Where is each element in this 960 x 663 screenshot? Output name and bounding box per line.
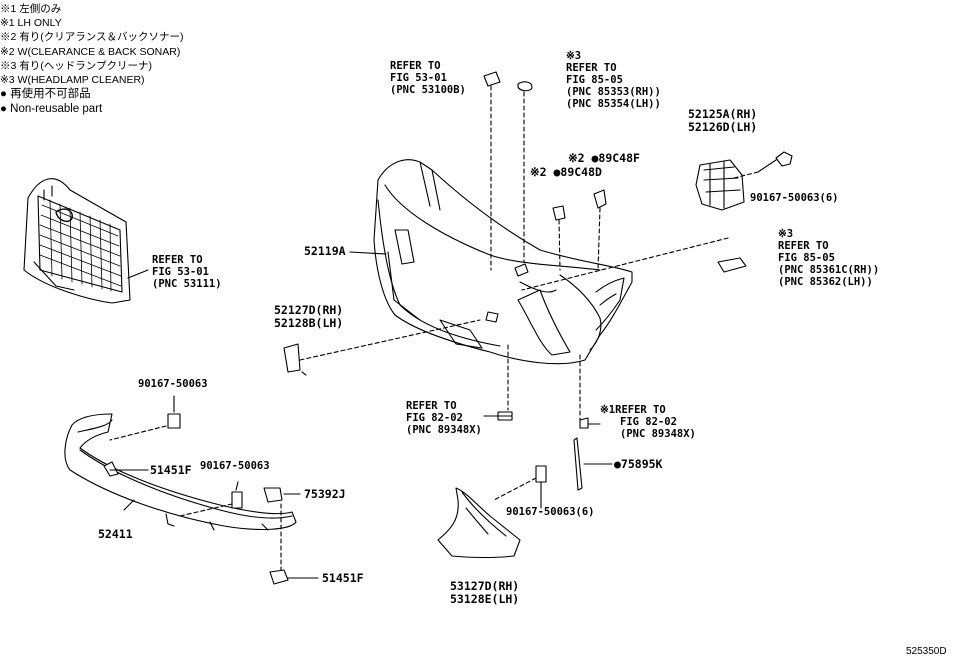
bolt-icon — [167, 413, 547, 509]
part-90167-50063-mid: 90167-50063 — [200, 460, 270, 472]
part-52119a: 52119A — [304, 244, 346, 258]
part-52125a: 52125A(RH) 52126D(LH) — [688, 108, 757, 134]
legend-notes: ※1 左側のみ ※1 LH ONLY ※2 有り(クリアランス＆バックソナー) … — [0, 2, 184, 117]
part-53127d: 53127D(RH) 53128E(LH) — [450, 580, 519, 606]
part-52411: 52411 — [98, 527, 133, 541]
part-75392j: 75392J — [304, 487, 346, 501]
callout-line: FIG 53-01 — [152, 266, 209, 278]
callout-line: FIG 82-02 — [620, 416, 677, 428]
callout-line: FIG 53-01 — [390, 72, 447, 84]
towhook-cover-icon — [283, 343, 307, 376]
part-89c48f: ※2 ●89C48F — [568, 151, 640, 165]
diagram-code: 525350D — [906, 646, 947, 657]
part-90167-50063-left: 90167-50063 — [138, 378, 208, 390]
callout-line: (PNC 85353(RH)) — [566, 86, 661, 98]
part-51451f-lower: 51451F — [322, 571, 364, 585]
clip-icon — [497, 411, 589, 429]
note-line: ● 再使用不可部品 — [0, 88, 91, 101]
part-52127d: 52127D(RH) 52128B(LH) — [274, 304, 343, 330]
callout-line: REFER TO — [566, 62, 617, 74]
note-line: ※3 W(HEADLAMP CLEANER) — [0, 74, 145, 87]
part-90167-50063-6-bottom: 90167-50063(6) — [506, 506, 595, 518]
bumper-cover — [373, 159, 633, 365]
callout-line: REFER TO — [778, 240, 829, 252]
callout-line: FIG 82-02 — [406, 412, 463, 424]
lower-garnish — [64, 413, 297, 531]
callout-line: (PNC 53100B) — [390, 84, 466, 96]
callout-line: (PNC 85361C(RH)) — [778, 264, 880, 276]
callout-line: REFER TO — [390, 60, 441, 72]
note-line: ※2 有り(クリアランス＆バックソナー) — [0, 31, 184, 44]
front-grille — [23, 178, 131, 304]
callout-line: ※1REFER TO — [600, 404, 666, 416]
part-75895k: ●75895K — [614, 457, 663, 471]
cap-icon — [517, 81, 533, 92]
callout-ref-53111: REFER TO FIG 53-01 (PNC 53111) — [152, 254, 222, 290]
note-line: ● Non-reusable part — [0, 103, 103, 116]
callout-line: (PNC 53111) — [152, 278, 222, 290]
clip-icon — [269, 569, 289, 585]
fog-bracket — [695, 159, 745, 211]
callout-ref-89348-left: REFER TO FIG 82-02 (PNC 89348X) — [406, 400, 482, 436]
note-line: ※3 有り(ヘッドランプクリーナ) — [0, 59, 152, 72]
part-51451f-upper: 51451F — [150, 463, 192, 477]
callout-ref-89348-right: ※1REFER TO FIG 82-02 (PNC 89348X) — [600, 404, 696, 440]
callout-line: (PNC 85354(LH)) — [566, 98, 661, 110]
callout-line: 52125A(RH) — [688, 107, 758, 121]
callout-line: 53127D(RH) — [450, 579, 520, 593]
callout-line: FIG 85-05 — [566, 74, 623, 86]
washer-cover-icon — [717, 257, 747, 273]
callout-line: ※3 — [778, 228, 794, 240]
clip-icon — [483, 71, 501, 87]
callout-line: 52127D(RH) — [274, 303, 344, 317]
note-line: ※1 LH ONLY — [0, 17, 62, 30]
part-89c48d: ※2 ●89C48D — [530, 165, 602, 179]
callout-line: 52126D(LH) — [688, 120, 758, 134]
sensor-clip-icon — [552, 189, 607, 221]
callout-line: ※3 — [566, 50, 582, 62]
callout-line: (PNC 89348X) — [620, 428, 696, 440]
callout-ref-85353: ※3 REFER TO FIG 85-05 (PNC 85353(RH)) (P… — [566, 50, 661, 110]
callout-line: FIG 85-05 — [778, 252, 835, 264]
bracket-icon — [263, 487, 283, 503]
callout-ref-53100b: REFER TO FIG 53-01 (PNC 53100B) — [390, 60, 466, 96]
side-garnish — [437, 487, 521, 559]
callout-line: (PNC 85362(LH)) — [778, 276, 873, 288]
callout-line: REFER TO — [406, 400, 457, 412]
callout-ref-85361: ※3 REFER TO FIG 85-05 (PNC 85361C(RH)) (… — [778, 228, 879, 288]
callout-line: REFER TO — [152, 254, 203, 266]
callout-line: 52128B(LH) — [274, 316, 344, 330]
part-90167-50063-6-top: 90167-50063(6) — [750, 192, 839, 204]
bolt-icon — [757, 151, 793, 173]
callout-line: 53128E(LH) — [450, 592, 520, 606]
note-line: ※2 W(CLEARANCE & BACK SONAR) — [0, 45, 181, 58]
note-line: ※1 左側のみ — [0, 3, 62, 15]
callout-line: (PNC 89348X) — [406, 424, 482, 436]
